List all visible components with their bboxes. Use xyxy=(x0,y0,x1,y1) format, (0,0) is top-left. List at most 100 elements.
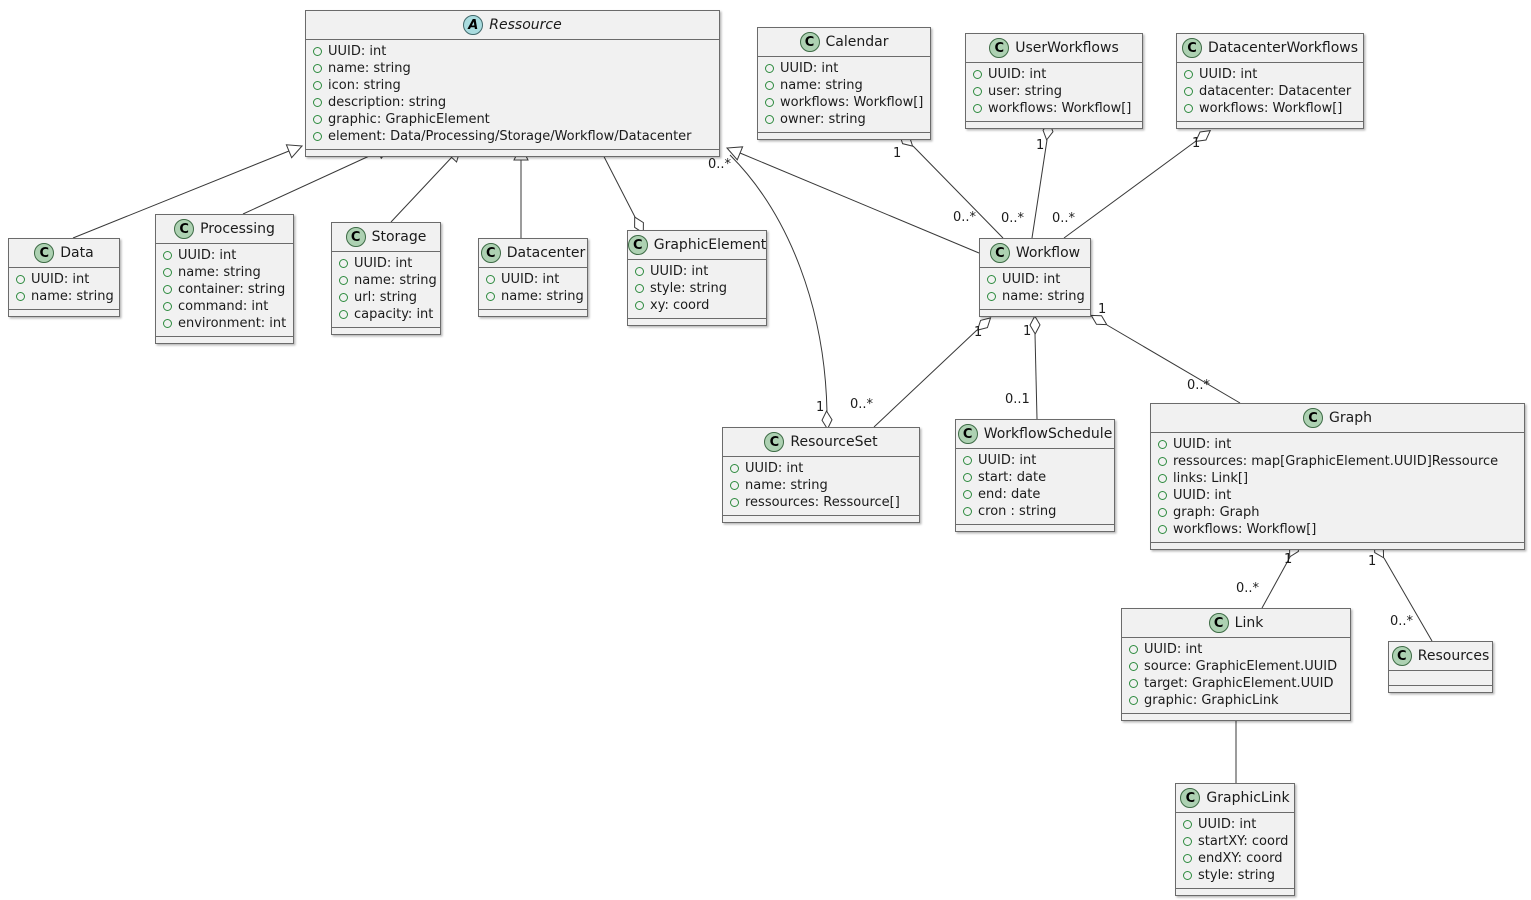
attribute-text: name: string xyxy=(501,289,584,304)
attribute: UUID: int xyxy=(486,271,580,288)
attribute: UUID: int xyxy=(1183,816,1287,833)
attribute-text: graphic: GraphicLink xyxy=(1144,693,1279,708)
methods-compartment xyxy=(1176,889,1294,895)
multiplicity-label: 1 xyxy=(1023,324,1032,339)
attribute-text: name: string xyxy=(745,478,828,493)
field-visibility-icon xyxy=(765,81,774,90)
attribute: url: string xyxy=(339,289,433,306)
edge-data-extends-ressource xyxy=(72,144,304,239)
attribute: workflows: Workflow[] xyxy=(973,100,1135,117)
field-visibility-icon xyxy=(16,292,25,301)
field-visibility-icon xyxy=(1184,104,1193,113)
attribute-text: UUID: int xyxy=(988,67,1047,82)
attribute: ressources: map[GraphicElement.UUID]Ress… xyxy=(1158,453,1517,470)
class-icon: C xyxy=(34,243,55,263)
attribute: UUID: int xyxy=(16,271,112,288)
class-name: Data xyxy=(60,245,94,261)
field-visibility-icon xyxy=(963,473,972,482)
class-icon: C xyxy=(627,235,648,255)
methods-compartment xyxy=(1389,686,1492,692)
field-visibility-icon xyxy=(339,276,348,285)
attribute-text: description: string xyxy=(328,95,447,110)
multiplicity-label: 1 xyxy=(974,325,983,340)
attribute: name: string xyxy=(765,77,923,94)
attribute: UUID: int xyxy=(635,263,759,280)
attribute: source: GraphicElement.UUID xyxy=(1129,658,1343,675)
field-visibility-icon xyxy=(987,292,996,301)
methods-compartment xyxy=(332,328,440,334)
attribute-text: icon: string xyxy=(328,78,401,93)
field-visibility-icon xyxy=(339,259,348,268)
methods-compartment xyxy=(1122,714,1350,720)
multiplicity-label: 0..* xyxy=(1187,378,1211,393)
field-visibility-icon xyxy=(1158,457,1167,466)
methods-compartment xyxy=(980,310,1090,316)
class-header: C Processing xyxy=(156,215,293,244)
methods-compartment xyxy=(966,122,1142,128)
attribute-text: target: GraphicElement.UUID xyxy=(1144,676,1334,691)
attribute-text: UUID: int xyxy=(780,61,839,76)
methods-compartment xyxy=(156,337,293,343)
class-header: C UserWorkflows xyxy=(966,34,1142,63)
class-header: C Datacenter xyxy=(479,239,587,268)
methods-compartment xyxy=(956,525,1114,531)
abstract-class-icon: A xyxy=(463,15,484,35)
multiplicity-label: 1 xyxy=(1036,138,1045,153)
field-visibility-icon xyxy=(1158,474,1167,483)
attribute: name: string xyxy=(313,60,712,77)
edge-calendar-workflow xyxy=(898,133,1004,239)
attribute-text: UUID: int xyxy=(328,44,387,59)
attribute: user: string xyxy=(973,83,1135,100)
field-visibility-icon xyxy=(1158,440,1167,449)
attribute-text: name: string xyxy=(328,61,411,76)
attribute-text: workflows: Workflow[] xyxy=(1199,101,1343,116)
field-visibility-icon xyxy=(635,284,644,293)
class-icon: C xyxy=(480,243,501,263)
attribute: UUID: int xyxy=(730,460,912,477)
methods-compartment xyxy=(628,319,766,325)
field-visibility-icon xyxy=(16,275,25,284)
attribute: start: date xyxy=(963,469,1107,486)
class-name: DatacenterWorkflows xyxy=(1207,40,1359,56)
attribute: links: Link[] xyxy=(1158,470,1517,487)
class-name: Workflow xyxy=(1015,245,1081,261)
attribute-text: UUID: int xyxy=(1199,67,1258,82)
class-header: C GraphicLink xyxy=(1176,784,1294,813)
field-visibility-icon xyxy=(963,490,972,499)
edge-datacenter-extends-ressource xyxy=(513,144,529,238)
field-visibility-icon xyxy=(730,498,739,507)
attribute-text: UUID: int xyxy=(1198,817,1257,832)
multiplicity-label: 0..* xyxy=(708,157,732,172)
field-visibility-icon xyxy=(635,301,644,310)
field-visibility-icon xyxy=(635,267,644,276)
attribute: name: string xyxy=(339,272,437,289)
attribute: name: string xyxy=(16,288,114,305)
class-name: ResourceSet xyxy=(790,434,878,450)
attribute: datacenter: Datacenter xyxy=(1184,83,1356,100)
attribute: end: date xyxy=(963,486,1107,503)
attribute: UUID: int xyxy=(163,247,286,264)
multiplicity-label: 1 xyxy=(1192,136,1201,151)
field-visibility-icon xyxy=(1184,87,1193,96)
field-visibility-icon xyxy=(963,507,972,516)
attribute-text: command: int xyxy=(178,299,269,314)
field-visibility-icon xyxy=(1183,820,1192,829)
edge-datacenterworkflows-workflow xyxy=(1063,130,1212,239)
edge-workflow-resourceset xyxy=(873,317,992,428)
attribute: target: GraphicElement.UUID xyxy=(1129,675,1343,692)
multiplicity-label: 0..* xyxy=(953,210,977,225)
class-name: GraphicElement xyxy=(653,237,767,253)
attribute-text: source: GraphicElement.UUID xyxy=(1144,659,1338,674)
attribute-text: element: Data/Processing/Storage/Workflo… xyxy=(328,129,692,144)
multiplicity-label: 0..* xyxy=(1390,614,1414,629)
